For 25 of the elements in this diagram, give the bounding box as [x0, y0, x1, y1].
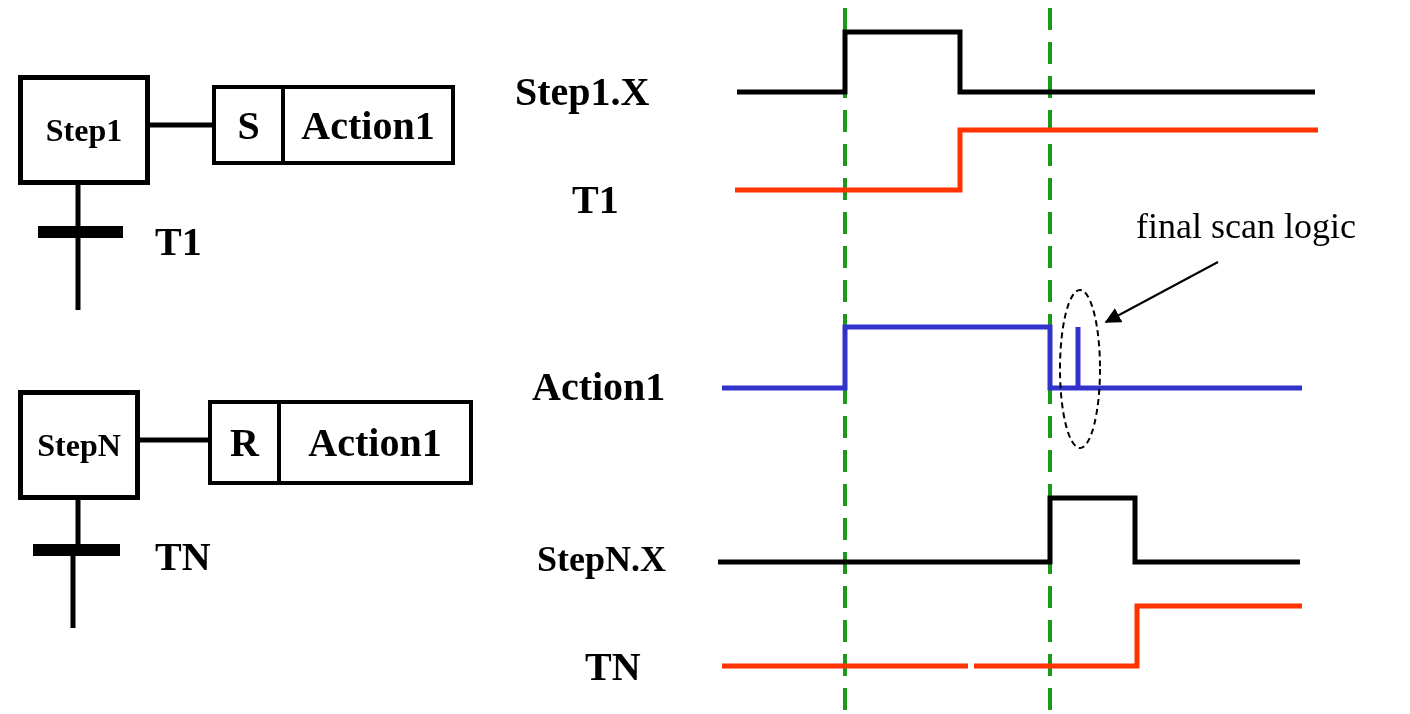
- action-qualifier: S: [216, 89, 285, 161]
- signal-name: Action1: [532, 365, 666, 409]
- annotation-text: final scan logic: [1136, 205, 1398, 255]
- transition-label: TN: [155, 533, 211, 580]
- connector-line: [75, 500, 81, 544]
- connector-line: [70, 556, 76, 628]
- connector-line: [150, 122, 212, 128]
- signal-name: TN: [585, 645, 641, 689]
- connector-line: [140, 437, 208, 443]
- action-name: Action1: [300, 101, 436, 150]
- signal-name: Step1.X: [515, 70, 650, 114]
- step-box: Step1: [18, 75, 150, 185]
- action-qualifier: R: [212, 404, 281, 481]
- action-name: Action1: [307, 419, 443, 467]
- transition-bar: [38, 226, 123, 238]
- leader-arrow: [1104, 261, 1219, 323]
- step-box: StepN: [18, 390, 140, 500]
- transition-label: T1: [155, 218, 202, 265]
- signal-name: T1: [572, 178, 619, 222]
- signal-name: StepN.X: [537, 540, 666, 580]
- action-block: [212, 85, 455, 165]
- action-block: [208, 400, 473, 485]
- connector-line: [75, 185, 81, 226]
- transition-bar: [33, 544, 120, 556]
- connector-line: [75, 238, 81, 310]
